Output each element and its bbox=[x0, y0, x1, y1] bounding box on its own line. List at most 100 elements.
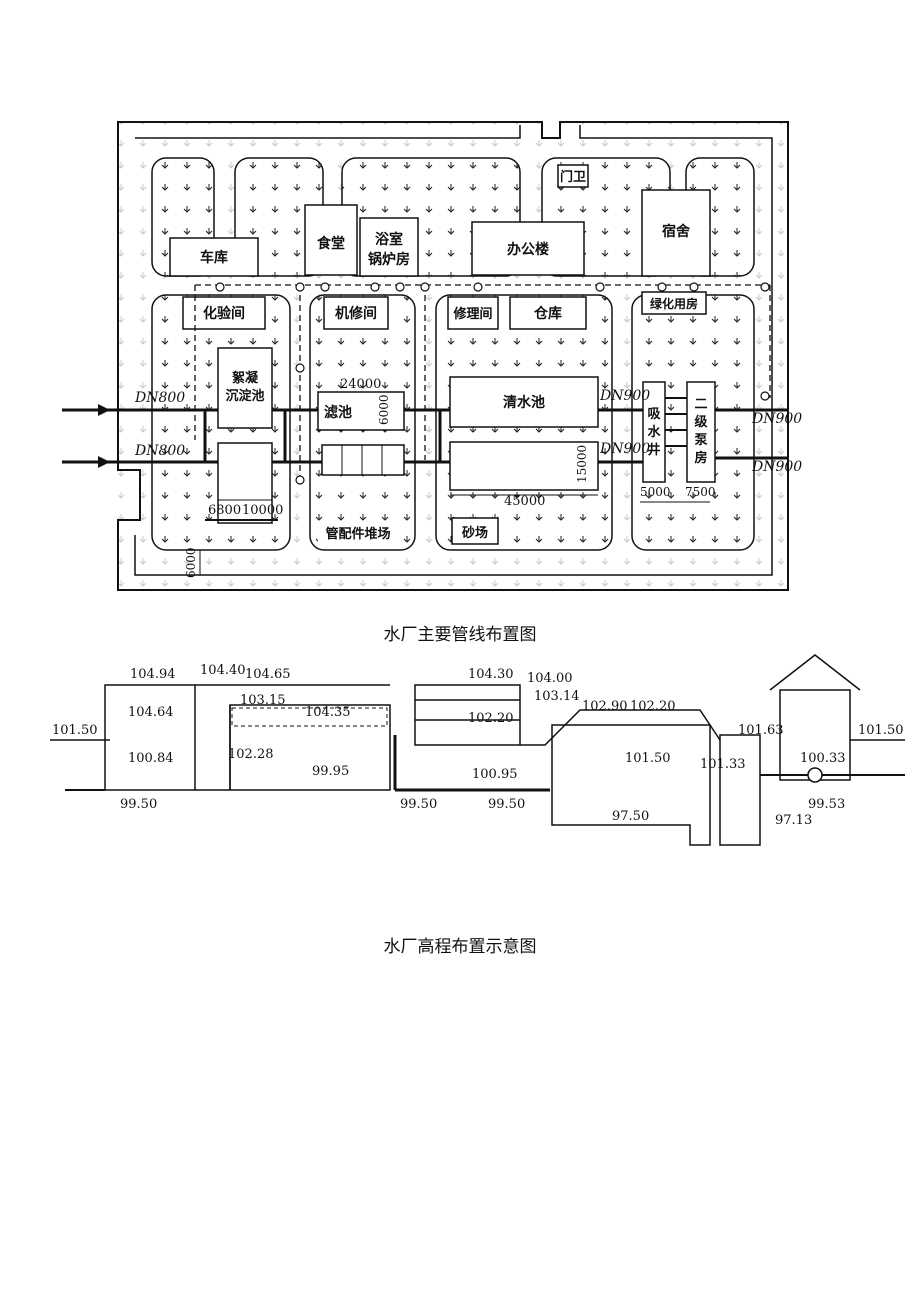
elevation-caption: 水厂高程布置示意图 bbox=[383, 937, 537, 957]
clear-well-top bbox=[449, 376, 599, 428]
garage-label: 车库 bbox=[200, 249, 228, 266]
repair-box bbox=[447, 296, 499, 330]
dorm-label: 宿舍 bbox=[662, 223, 691, 240]
dim-24000: 24000 bbox=[340, 377, 381, 392]
sand-yard-box bbox=[451, 517, 499, 545]
pump-label-4: 房 bbox=[694, 450, 707, 466]
clear-well bbox=[551, 724, 711, 846]
pipe-out-1-label: DN900 bbox=[599, 388, 650, 404]
suction-label-2: 水 bbox=[647, 424, 661, 440]
level-15: 102.90 bbox=[582, 699, 628, 714]
level-1: 104.94 bbox=[130, 667, 176, 682]
suction-well-box bbox=[642, 381, 666, 483]
floc-label-2: 沉淀池 bbox=[225, 388, 264, 404]
pipe-out-4-label: DN900 bbox=[751, 459, 802, 475]
dim-10000: 10000 bbox=[242, 503, 283, 518]
pipe-out-3-label: DN900 bbox=[751, 411, 802, 427]
lab-label: 化验间 bbox=[203, 305, 245, 322]
level-9: 102.28 bbox=[228, 747, 274, 762]
dorm-box bbox=[641, 189, 711, 277]
level-17: 102.20 bbox=[468, 711, 514, 726]
pump-label-3: 泵 bbox=[694, 433, 707, 448]
level-16: 102.20 bbox=[630, 699, 676, 714]
level-23: 100.95 bbox=[472, 767, 518, 782]
level-21: 101.33 bbox=[700, 757, 746, 772]
inflow-arrows bbox=[98, 404, 110, 468]
dim-6000-filter: 6000 bbox=[377, 394, 391, 425]
level-8: 100.84 bbox=[128, 751, 174, 766]
warehouse-box bbox=[509, 296, 587, 330]
bath-boiler-box bbox=[359, 217, 419, 277]
dim-6800: 6800 bbox=[208, 503, 241, 518]
floc-tank bbox=[104, 684, 196, 791]
level-5: 103.15 bbox=[240, 693, 286, 708]
pump-label-2: 级 bbox=[694, 414, 708, 430]
sand-yard-label: 砂场 bbox=[461, 525, 488, 541]
level-13: 104.00 bbox=[527, 671, 573, 686]
pump-label-1: 二 bbox=[694, 397, 707, 412]
office-label: 办公楼 bbox=[507, 241, 549, 258]
lab-box bbox=[182, 296, 266, 330]
canteen-box bbox=[304, 204, 358, 276]
pump-icon bbox=[807, 767, 823, 783]
greening-box bbox=[641, 291, 707, 315]
floc-basin-bottom bbox=[217, 442, 273, 524]
filter-bottom bbox=[321, 444, 405, 476]
machine-repair-label: 机修间 bbox=[335, 305, 377, 322]
pipe-in-2-label: DN800 bbox=[134, 443, 185, 459]
elevation-diagram: 104.94 104.40 104.65 104.64 103.15 104.3… bbox=[50, 654, 905, 846]
level-22: 100.33 bbox=[800, 751, 846, 766]
level-2: 104.40 bbox=[200, 663, 246, 678]
service-nodes bbox=[215, 282, 770, 485]
office-box bbox=[471, 221, 585, 276]
clear-well-bottom bbox=[449, 441, 599, 491]
level-12: 104.30 bbox=[468, 667, 514, 682]
suction-label-3: 井 bbox=[647, 442, 660, 458]
layout-plan-diagram: 车库 食堂 浴室 锅炉房 办公楼 门卫 宿舍 化验间 机修间 修理间 仓库 绿化… bbox=[62, 121, 802, 591]
pipe-in-1-label: DN800 bbox=[134, 390, 185, 406]
garage-box bbox=[169, 237, 259, 277]
level-20: 101.50 bbox=[858, 723, 904, 738]
dim-7500: 7500 bbox=[685, 485, 716, 499]
level-25: 99.50 bbox=[488, 797, 525, 812]
level-28: 99.53 bbox=[808, 797, 845, 812]
level-18: 101.63 bbox=[738, 723, 784, 738]
pump-pipes bbox=[665, 397, 687, 447]
filter-label: 滤池 bbox=[324, 404, 352, 421]
floc-basin-top bbox=[217, 347, 273, 429]
pump-house-box bbox=[686, 381, 716, 483]
main-pipes bbox=[62, 408, 788, 464]
level-11: 99.50 bbox=[120, 797, 157, 812]
dim-15000: 15000 bbox=[575, 445, 589, 483]
dim-5000: 5000 bbox=[640, 485, 671, 499]
greening-label: 绿化用房 bbox=[650, 296, 698, 311]
pump-well bbox=[719, 734, 761, 846]
boiler-label: 锅炉房 bbox=[368, 251, 410, 268]
level-24: 99.50 bbox=[400, 797, 437, 812]
dim-45000: 45000 bbox=[504, 494, 545, 509]
level-26: 97.50 bbox=[612, 809, 649, 824]
pump-house bbox=[779, 689, 851, 781]
suction-label-1: 吸 bbox=[647, 407, 661, 422]
bath-label: 浴室 bbox=[375, 231, 403, 248]
canteen-label: 食堂 bbox=[317, 235, 345, 252]
layout-plan-caption: 水厂主要管线布置图 bbox=[383, 625, 537, 645]
pipe-yard-label: 管配件堆场 bbox=[325, 526, 390, 542]
level-19: 101.50 bbox=[625, 751, 671, 766]
warehouse-label: 仓库 bbox=[533, 305, 562, 322]
machine-repair-box bbox=[323, 296, 389, 330]
gate-label: 门卫 bbox=[560, 169, 586, 185]
level-27: 97.13 bbox=[775, 813, 812, 828]
filter-tank bbox=[414, 684, 521, 746]
level-6: 104.35 bbox=[305, 705, 351, 720]
level-14: 103.14 bbox=[534, 689, 580, 704]
pipe-yard-box bbox=[318, 522, 398, 544]
gate-box bbox=[557, 164, 589, 188]
level-3: 104.65 bbox=[245, 667, 291, 682]
level-10: 99.95 bbox=[312, 764, 349, 779]
pipe-out-2-label: DN900 bbox=[599, 441, 650, 457]
level-7: 101.50 bbox=[52, 723, 98, 738]
repair-label: 修理间 bbox=[452, 306, 492, 322]
dim-6000-road: 6000 bbox=[184, 547, 198, 578]
level-4: 104.64 bbox=[128, 705, 174, 720]
